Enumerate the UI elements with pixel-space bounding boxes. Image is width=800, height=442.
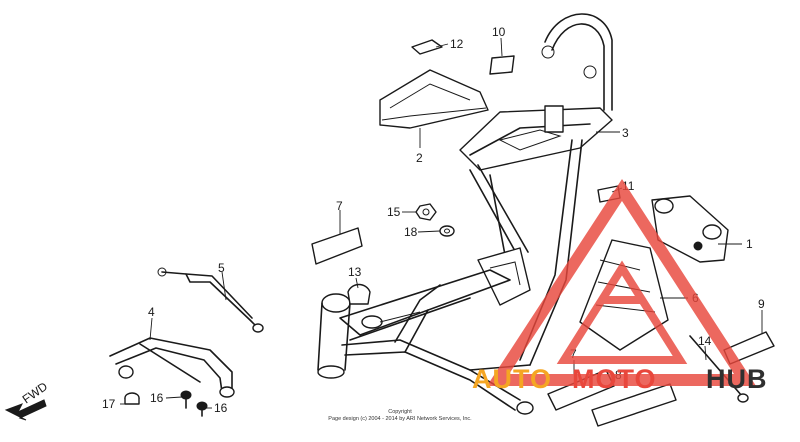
side-stand-4[interactable]	[109, 337, 235, 398]
copyright-line-2: Page design (c) 2004 - 2014 by ARI Netwo…	[328, 416, 472, 422]
gasket-7[interactable]	[311, 227, 363, 265]
leader-lines	[120, 37, 763, 409]
automotohub-watermark	[486, 178, 757, 386]
clip-13[interactable]	[347, 283, 371, 305]
small-plate-12[interactable]	[411, 39, 443, 55]
copyright-line-1: Copyright	[388, 409, 412, 415]
automotohub-wordmark: AUTO MOTO HUB	[472, 364, 768, 394]
callout-5: 5	[218, 261, 225, 275]
callout-1: 1	[746, 237, 753, 251]
bolt-16-b[interactable]	[196, 401, 208, 417]
stand-rod-5[interactable]	[157, 267, 264, 333]
washer-18[interactable]	[439, 225, 455, 237]
callout-12: 12	[450, 37, 464, 51]
bolt-17[interactable]	[124, 392, 140, 405]
main-frame[interactable]	[317, 13, 613, 415]
callout-4: 4	[148, 305, 155, 319]
callout-16-left: 16	[150, 391, 164, 405]
callout-2: 2	[416, 151, 423, 165]
callout-15: 15	[387, 205, 401, 219]
callout-13: 13	[348, 265, 362, 279]
callout-7-lower: 7	[570, 347, 577, 361]
label-10[interactable]	[489, 55, 515, 75]
callout-10: 10	[492, 25, 506, 39]
callout-17: 17	[102, 397, 116, 411]
watermark-auto: AUTO	[472, 364, 552, 394]
strip-8[interactable]	[591, 383, 677, 427]
bolt-16-a[interactable]	[180, 390, 192, 409]
fwd-label: FWD	[20, 379, 51, 406]
number-plate[interactable]	[579, 239, 669, 351]
seat-bracket[interactable]	[379, 69, 489, 129]
callout-18: 18	[404, 225, 418, 239]
callout-16-right: 16	[214, 401, 228, 415]
callout-3: 3	[622, 126, 629, 140]
watermark-hub: HUB	[706, 364, 768, 394]
callout-14: 14	[698, 334, 712, 348]
callout-7-upper: 7	[336, 199, 343, 213]
copyright-notice: Copyright Page design (c) 2004 - 2014 by…	[328, 409, 472, 422]
watermark-moto: MOTO	[572, 364, 657, 394]
callout-9: 9	[758, 297, 765, 311]
nut-15[interactable]	[415, 203, 437, 221]
forward-arrow-icon: FWD	[4, 379, 51, 421]
